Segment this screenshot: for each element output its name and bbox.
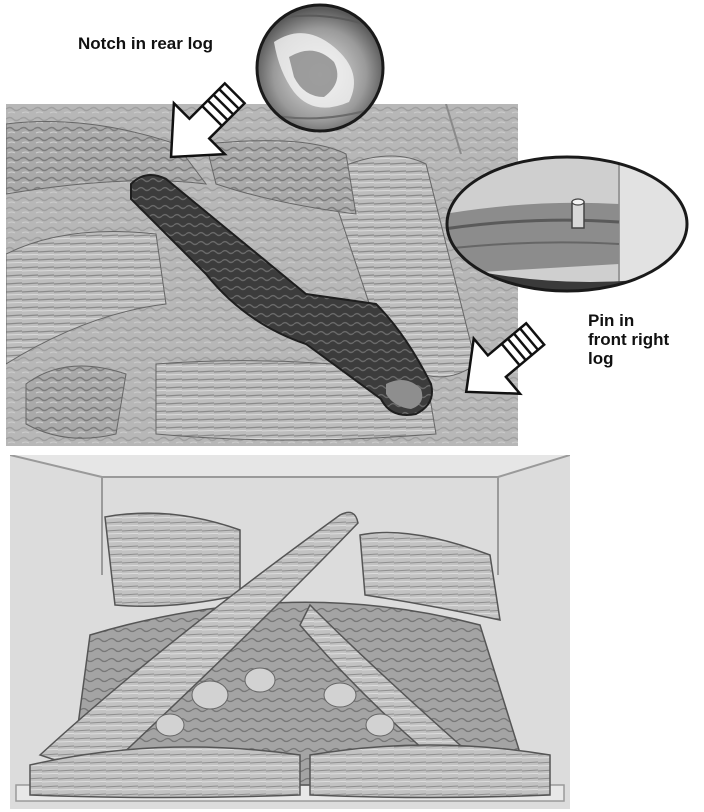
pin-callout-line-3: log — [588, 349, 669, 368]
arrow-to-pin — [448, 306, 558, 416]
pin-inset-ellipse — [444, 154, 690, 294]
notch-inset-circle — [254, 2, 386, 134]
bottom-log-set-photo — [10, 455, 570, 809]
notch-callout-label: Notch in rear log — [78, 34, 213, 53]
top-log-set-photo — [6, 104, 518, 446]
pin-callout-label: Pin in front right log — [588, 311, 669, 368]
pin-callout-line-1: Pin in — [588, 311, 669, 330]
arrow-to-notch — [150, 68, 260, 178]
pin-callout-line-2: front right — [588, 330, 669, 349]
